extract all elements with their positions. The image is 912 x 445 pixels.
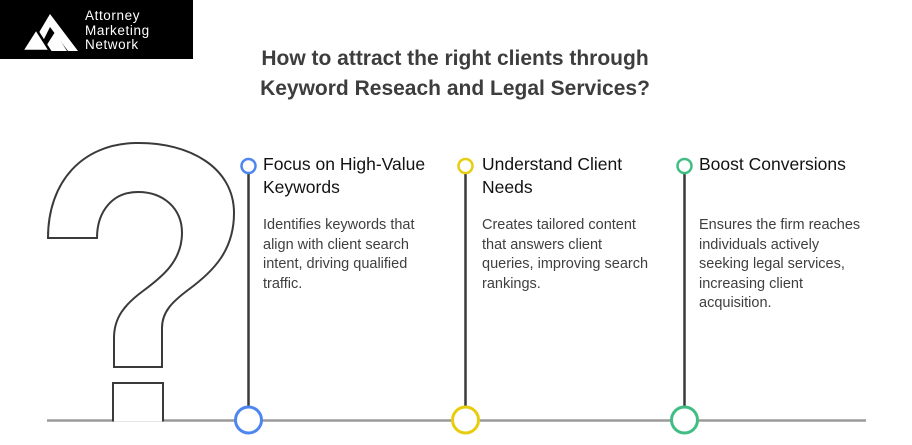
- logo-line-1: Attorney: [85, 8, 141, 23]
- attorney-marketing-network-logo: Attorney Marketing Network: [0, 0, 193, 59]
- timeline-node-yellow-circle: [451, 405, 480, 435]
- logo-line-2: Marketing: [85, 22, 150, 38]
- step-2-title: Understand Client Needs: [482, 154, 623, 197]
- logo-wordmark: Attorney Marketing Network: [85, 8, 150, 53]
- step-2-column: Understand Client Needs: [482, 153, 652, 199]
- logo-line-3: Network: [85, 37, 139, 52]
- bullet-blue-circle: [240, 157, 257, 175]
- step-3-column: Boost Conversions: [699, 153, 864, 176]
- mountain-monogram-icon: [20, 14, 78, 53]
- page-title: How to attract the right clients through…: [150, 44, 760, 104]
- step-3-title: Boost Conversions: [699, 154, 846, 174]
- question-mark-dot: [112, 382, 164, 422]
- bullet-green-circle: [676, 157, 693, 175]
- page-title-line-1: How to attract the right clients through: [261, 47, 649, 70]
- step-1-column: Focus on High-Value Keywords: [263, 153, 438, 199]
- bullet-yellow-circle: [457, 157, 474, 175]
- question-mark-graphic: [46, 141, 236, 368]
- timeline-node-green-circle: [670, 405, 699, 435]
- page-title-line-2: Keyword Reseach and Legal Services?: [260, 77, 650, 100]
- step-1-description: Identifies keywords that align with clie…: [263, 217, 415, 292]
- step-1-title: Focus on High-Value Keywords: [263, 154, 426, 197]
- step-3-description: Ensures the firm reaches individuals act…: [699, 217, 861, 311]
- step-2-description: Creates tailored content that answers cl…: [482, 217, 649, 292]
- timeline-node-blue-circle: [234, 405, 263, 435]
